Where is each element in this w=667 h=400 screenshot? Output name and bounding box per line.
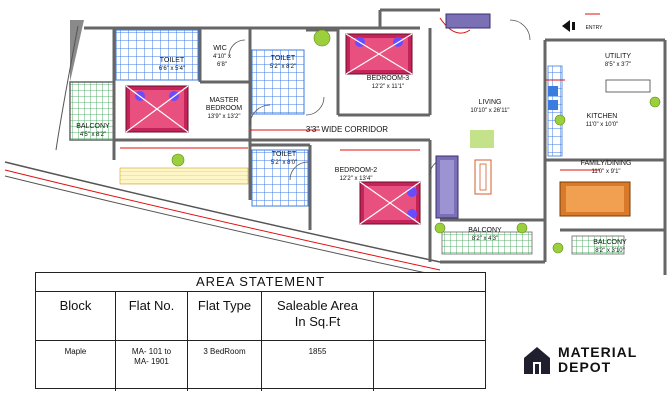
area-statement-data-row: Maple MA- 101 to MA- 1901 3 BedRoom 1855 xyxy=(36,341,485,391)
logo-line2: DEPOT xyxy=(558,359,612,375)
room-dim-living: 10'10" x 26'11" xyxy=(470,108,509,114)
room-dim-toilet3: 5'2" x 8'0" xyxy=(271,160,297,166)
room-label-balcony-right: BALCONY xyxy=(593,239,627,246)
header-saleable-area-line2: In Sq.Ft xyxy=(294,314,341,329)
logo-line1: MATERIAL xyxy=(558,344,638,360)
room-label-master: MASTER xyxy=(209,97,238,104)
room-label-toilet2: TOILET xyxy=(271,55,296,62)
room-label-bedroom3: BEDROOM-3 xyxy=(367,75,410,82)
room-dim-toilet1: 6'6" x 5'4" xyxy=(159,66,185,72)
room-dim-toilet2: 5'2" x 8'2" xyxy=(270,64,296,70)
bedroom3-bed xyxy=(345,33,413,75)
room-label-toilet1: TOILET xyxy=(160,57,185,64)
room-dim-balcony-right: 8'2" x 3'10" xyxy=(595,248,625,254)
header-flat-no: Flat No. xyxy=(116,292,188,340)
bedroom2-bed xyxy=(359,181,421,225)
room-label-balcony-mid: BALCONY xyxy=(468,227,502,234)
room-dim-bedroom2: 12'2" x 13'4" xyxy=(340,176,373,182)
room-dim-utility: 8'5" x 3'7" xyxy=(605,62,631,68)
area-statement-title: AREA STATEMENT xyxy=(36,273,485,292)
cell-flat-type: 3 BedRoom xyxy=(188,341,262,391)
tiled-areas xyxy=(115,29,563,207)
plants xyxy=(171,29,661,254)
walls xyxy=(84,8,667,275)
area-statement-table: AREA STATEMENT Block Flat No. Flat Type … xyxy=(35,272,486,391)
room-dim-bedroom3: 12'2" x 11'1" xyxy=(372,84,404,90)
room-label-family: FAMILY/DINING xyxy=(581,160,632,167)
corridor-label: 3'3" WIDE CORRIDOR xyxy=(306,125,388,134)
room-dim-wic: 4'10" x xyxy=(213,54,231,60)
cell-flat-no-line2: MA- 1901 xyxy=(134,357,169,366)
cell-block: Maple xyxy=(36,341,116,391)
header-block: Block xyxy=(36,292,116,340)
room-labels: TOILET 6'6" x 5'4" WIC 4'10" x 6'8" TOIL… xyxy=(76,45,631,254)
header-saleable-area: Saleable Area In Sq.Ft xyxy=(262,292,374,340)
room-label-toilet3: TOILET xyxy=(272,151,297,158)
room-label-wic: WIC xyxy=(213,45,227,52)
floor-finish-strip xyxy=(119,167,249,185)
entry-marker: ENTRY xyxy=(562,20,603,32)
master-bed xyxy=(125,85,189,133)
kitchen-dining xyxy=(441,79,651,255)
room-label-master-2: BEDROOM xyxy=(206,105,242,112)
entry-label: ENTRY xyxy=(586,25,604,31)
living-furniture xyxy=(435,13,494,219)
house-logo-icon xyxy=(524,347,550,374)
curved-outer-wall xyxy=(4,161,441,277)
room-label-utility: UTILITY xyxy=(605,53,631,60)
room-label-kitchen: KITCHEN xyxy=(587,113,618,120)
room-label-living: LIVING xyxy=(479,99,502,106)
room-dim-family: 11'0" x 9'1" xyxy=(591,169,620,175)
header-saleable-area-line1: Saleable Area xyxy=(277,298,358,313)
door-swings xyxy=(228,19,531,181)
header-empty xyxy=(374,292,485,340)
area-statement-header-row: Block Flat No. Flat Type Saleable Area I… xyxy=(36,292,485,341)
room-label-bedroom2: BEDROOM-2 xyxy=(335,167,378,174)
header-flat-type: Flat Type xyxy=(188,292,262,340)
cell-area: 1855 xyxy=(262,341,374,391)
left-balcony xyxy=(55,20,115,151)
red-lines xyxy=(120,13,600,171)
cell-flat-no: MA- 101 to MA- 1901 xyxy=(116,341,188,391)
room-dim-balcony-mid: 8'2" x 4'3" xyxy=(472,236,498,242)
room-dim-balcony-left: 4'5" x 8'2" xyxy=(80,132,106,138)
room-label-balcony-left: BALCONY xyxy=(76,123,110,130)
room-dim-kitchen: 11'0" x 10'0" xyxy=(586,122,618,128)
room-dim2-wic: 6'8" xyxy=(217,62,227,68)
room-dim-master: 13'9" x 13'2" xyxy=(208,114,241,120)
material-depot-logo: MATERIAL DEPOT xyxy=(522,344,637,376)
cell-empty xyxy=(374,341,485,391)
cell-flat-no-line1: MA- 101 to xyxy=(131,347,172,356)
